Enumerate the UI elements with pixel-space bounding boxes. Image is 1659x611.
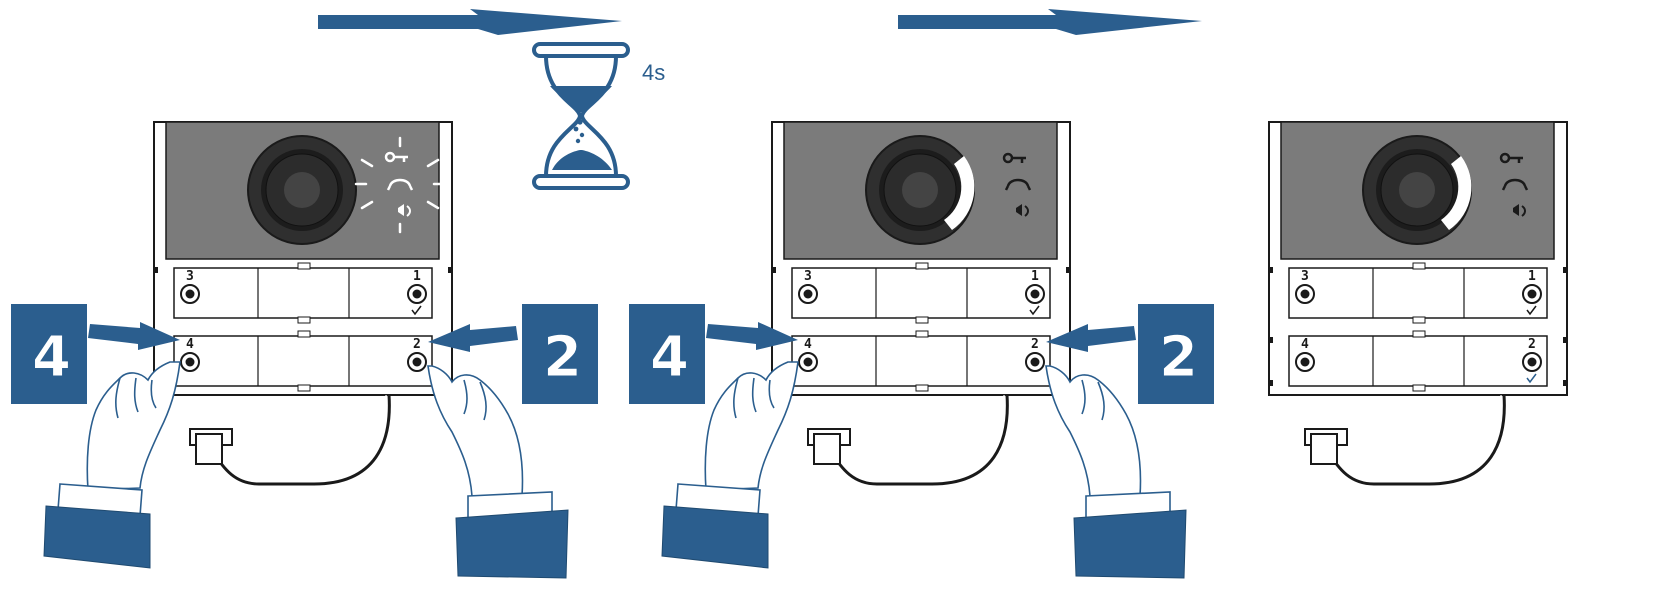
button-4-label: 4 <box>804 337 812 352</box>
button-4-label: 4 <box>186 337 194 352</box>
button-2-label: 2 <box>1031 337 1039 352</box>
entry-panel: 3 1 4 2 <box>154 122 452 484</box>
hourglass-sand-top <box>550 86 612 112</box>
entry-panel: 3 1 4 2 <box>1269 122 1567 484</box>
button-3-label: 3 <box>186 269 194 284</box>
badge-button-4-label: 4 <box>650 325 689 390</box>
button-3-label: 3 <box>804 269 812 284</box>
timer-label: 4s <box>642 60 665 85</box>
badge-button-4-label: 4 <box>32 325 71 390</box>
arrow-icon <box>318 9 622 35</box>
button-2-label: 2 <box>1528 337 1536 352</box>
step-2: 3 1 4 2 4 2 <box>629 122 1214 578</box>
step-3: 3 1 4 2 <box>1269 122 1567 484</box>
arrow-icon <box>898 9 1202 35</box>
button-2-label: 2 <box>413 337 421 352</box>
button-3-label: 3 <box>1301 269 1309 284</box>
button-1-label: 1 <box>1528 269 1536 284</box>
badge-button-2-label: 2 <box>543 325 582 390</box>
button-4-label: 4 <box>1301 337 1309 352</box>
step-1: 3 1 4 2 4 2 <box>11 122 598 578</box>
entry-panel: 3 1 4 2 <box>772 122 1070 484</box>
badge-button-2-label: 2 <box>1159 325 1198 390</box>
button-1-label: 1 <box>413 269 421 284</box>
button-1-label: 1 <box>1031 269 1039 284</box>
hourglass-sand-bottom <box>552 150 612 170</box>
